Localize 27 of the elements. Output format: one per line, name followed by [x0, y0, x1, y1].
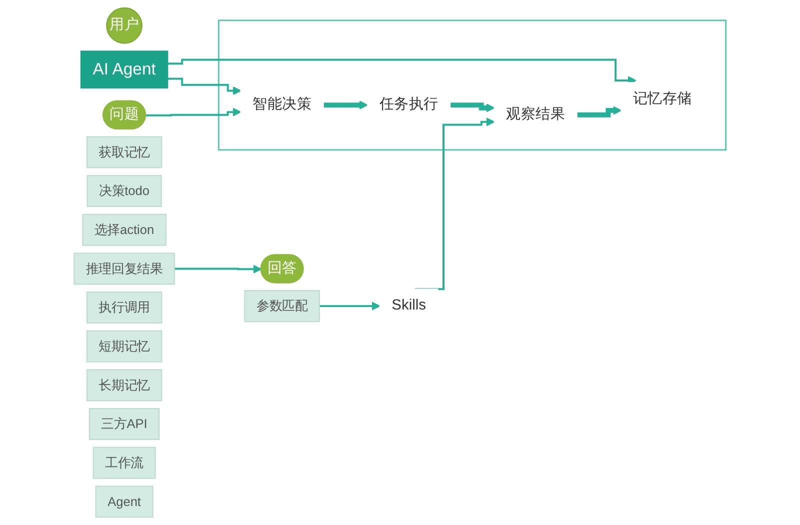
arrow: [168, 58, 636, 85]
arrow: [168, 78, 242, 96]
arrow: [174, 264, 262, 274]
node-text: 记忆存储: [632, 90, 692, 108]
node-box: 决策todo: [86, 175, 162, 208]
arrow: [576, 106, 622, 118]
arrow: [323, 100, 368, 110]
arrow: [146, 108, 242, 116]
arrow: [414, 118, 495, 290]
node-box: AI Agent: [80, 50, 168, 88]
cluster: [218, 20, 727, 151]
node-text: 观察结果: [506, 106, 566, 122]
node-box: 短期记忆: [86, 330, 162, 362]
node-text: 智能决策: [252, 96, 312, 113]
node-box: Agent: [95, 486, 154, 518]
node-box: 参数匹配: [244, 290, 320, 322]
node-text: 任务执行: [379, 96, 438, 113]
node-box: 执行调用: [86, 292, 162, 324]
arrow: [450, 102, 495, 112]
node-box: 三方API: [88, 408, 160, 440]
node-box: 推理回复结果: [74, 252, 175, 285]
node-box: 长期记忆: [86, 369, 162, 402]
arrow: [319, 302, 380, 310]
node-circle: 用户: [106, 7, 142, 44]
node-box: 获取记忆: [86, 136, 162, 168]
node-box: 选择action: [82, 214, 166, 246]
node-box: 工作流: [92, 446, 156, 479]
